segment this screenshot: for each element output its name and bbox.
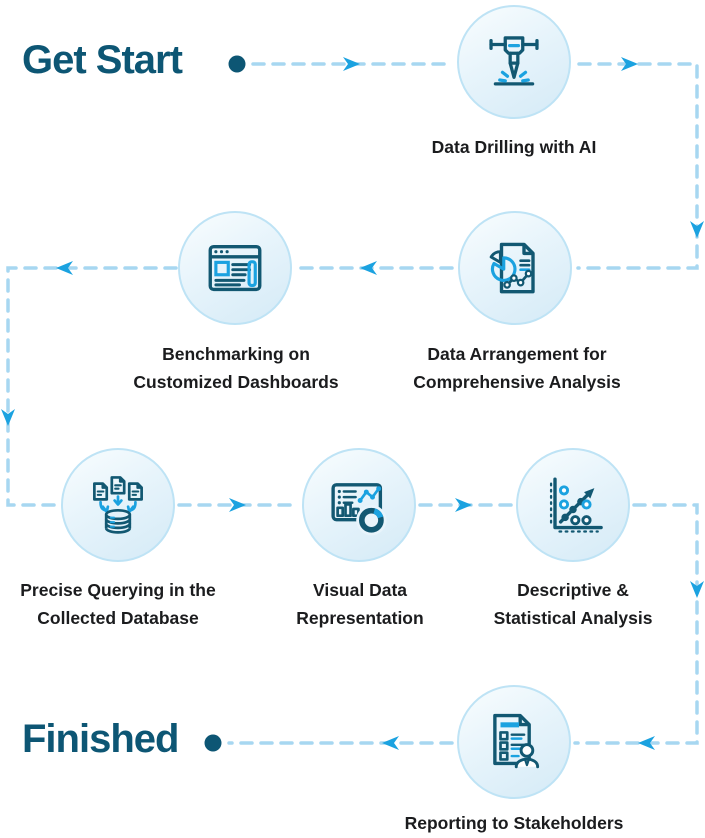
label-line: Data Arrangement for xyxy=(427,344,607,364)
label-line: Data Drilling with AI xyxy=(431,137,597,157)
label-line: Precise Querying in the xyxy=(20,580,216,600)
node-label-statistical-analysis: Descriptive & Statistical Analysis xyxy=(463,576,683,632)
start-dot xyxy=(228,55,246,73)
label-line: Descriptive & xyxy=(517,580,629,600)
label-line: Benchmarking on xyxy=(162,344,310,364)
finish-title: Finished xyxy=(22,717,179,761)
label-line: Representation xyxy=(296,608,424,628)
node-benchmarking xyxy=(178,211,292,325)
label-line: Collected Database xyxy=(37,608,199,628)
label-line: Customized Dashboards xyxy=(133,372,339,392)
node-precise-querying xyxy=(61,448,175,562)
scatter-plot-icon xyxy=(549,477,603,533)
node-statistical-analysis xyxy=(516,448,630,562)
label-line: Comprehensive Analysis xyxy=(413,372,621,392)
label-line: Visual Data xyxy=(312,580,408,600)
dashboard-browser-icon xyxy=(208,244,262,292)
node-data-arrangement xyxy=(458,211,572,325)
node-data-drilling xyxy=(457,5,571,119)
charts-dashboard-icon xyxy=(331,483,387,536)
report-person-icon xyxy=(493,713,540,769)
node-label-visual-representation: Visual Data Representation xyxy=(250,576,470,632)
start-title: Get Start xyxy=(22,38,183,82)
label-line: Reporting to Stakeholders xyxy=(404,813,624,833)
node-reporting xyxy=(457,685,571,799)
report-piechart-icon xyxy=(489,242,535,294)
node-visual-representation xyxy=(302,448,416,562)
finish-dot xyxy=(204,734,222,752)
documents-database-icon xyxy=(93,476,143,534)
node-label-data-drilling: Data Drilling with AI xyxy=(384,133,644,161)
node-label-precise-querying: Precise Querying in the Collected Databa… xyxy=(0,576,242,632)
arrowheads xyxy=(1,57,704,750)
node-label-data-arrangement: Data Arrangement for Comprehensive Analy… xyxy=(387,340,647,396)
jackhammer-icon xyxy=(489,36,539,86)
node-label-reporting: Reporting to Stakeholders xyxy=(374,809,654,837)
label-line: Statistical Analysis xyxy=(493,608,653,628)
node-label-benchmarking: Benchmarking on Customized Dashboards xyxy=(96,340,376,396)
